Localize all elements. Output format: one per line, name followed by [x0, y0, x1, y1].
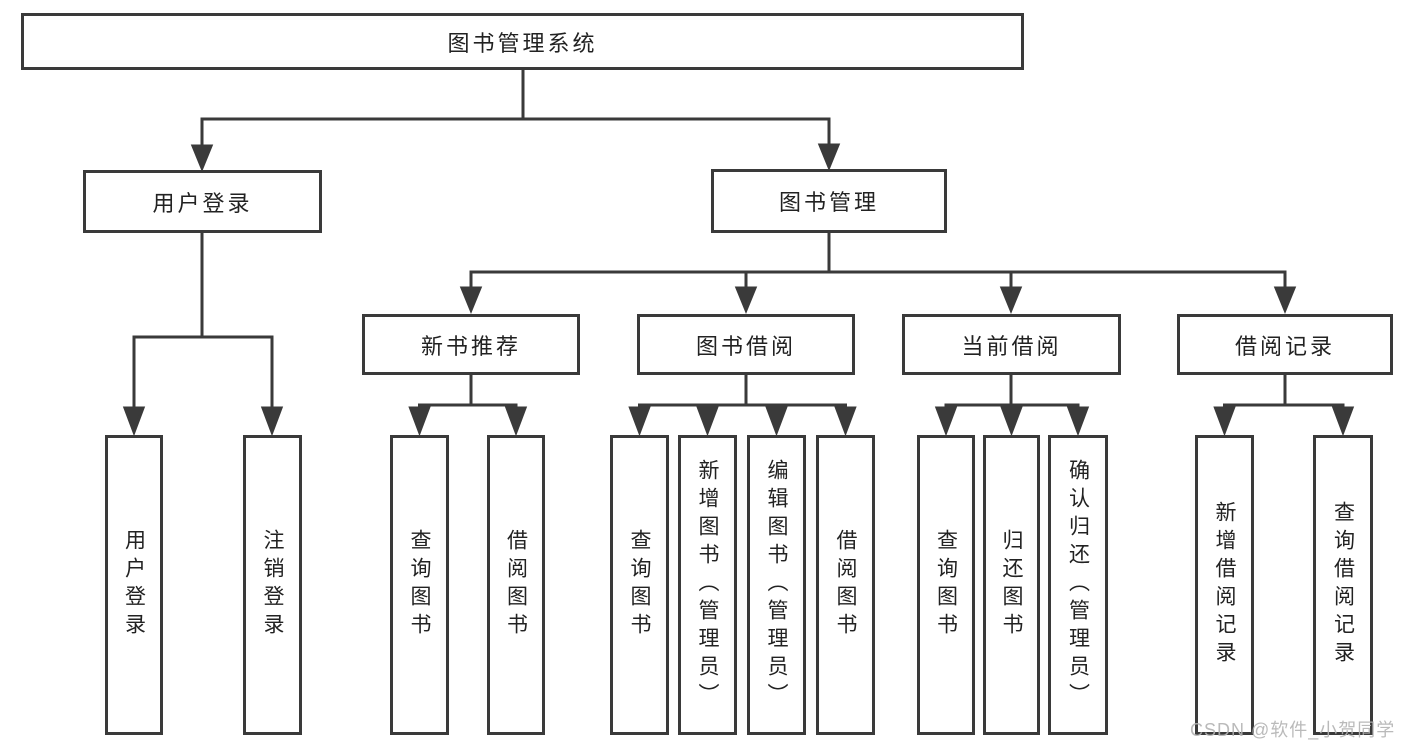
- node-label: 新增借阅记录: [1213, 501, 1236, 669]
- node-book-management: 图书管理: [711, 169, 947, 233]
- leaf-confirm-return-admin: 确认归还（管理员）: [1048, 435, 1108, 735]
- node-label: 新书推荐: [420, 333, 521, 359]
- leaf-query-books-recommend: 查询图书: [390, 435, 449, 735]
- leaf-query-books-current: 查询图书: [917, 435, 975, 735]
- node-label: 借阅图书: [504, 529, 528, 641]
- leaf-add-books-admin: 新增图书（管理员）: [678, 435, 737, 735]
- node-label: 借阅记录: [1234, 333, 1335, 359]
- node-library-management-system: 图书管理系统: [21, 13, 1024, 70]
- leaf-query-borrow-record: 查询借阅记录: [1313, 435, 1373, 735]
- node-label: 图书借阅: [695, 333, 796, 359]
- node-label: 新增图书（管理员）: [696, 459, 719, 711]
- leaf-edit-books-admin: 编辑图书（管理员）: [747, 435, 806, 735]
- node-label: 图书管理: [778, 190, 879, 215]
- leaf-user-login: 用户登录: [105, 435, 163, 735]
- node-current-borrowing: 当前借阅: [902, 314, 1121, 375]
- node-label: 注销登录: [261, 529, 284, 641]
- node-label: 查询图书: [934, 529, 958, 641]
- node-label: 借阅图书: [834, 529, 857, 641]
- node-label: 图书管理系统: [447, 30, 598, 56]
- leaf-add-borrow-record: 新增借阅记录: [1195, 435, 1254, 735]
- leaf-query-books-borrow: 查询图书: [610, 435, 669, 735]
- leaf-borrow-books-recommend: 借阅图书: [487, 435, 545, 735]
- node-label: 归还图书: [1000, 529, 1023, 641]
- leaf-logout: 注销登录: [243, 435, 302, 735]
- node-user-login: 用户登录: [83, 170, 322, 233]
- node-label: 查询图书: [628, 529, 651, 641]
- node-label: 用户登录: [152, 190, 253, 216]
- node-label: 编辑图书（管理员）: [765, 459, 788, 711]
- node-label: 用户登录: [122, 529, 146, 641]
- node-label: 查询图书: [408, 529, 431, 641]
- node-label: 确认归还（管理员）: [1066, 459, 1090, 711]
- node-label: 当前借阅: [961, 333, 1062, 359]
- csdn-watermark: CSDN @软件_小贺同学: [1190, 720, 1396, 740]
- leaf-return-books: 归还图书: [983, 435, 1040, 735]
- node-book-borrowing: 图书借阅: [637, 314, 855, 375]
- leaf-borrow-books: 借阅图书: [816, 435, 875, 735]
- node-label: 查询借阅记录: [1331, 501, 1355, 669]
- node-new-book-recommendation: 新书推荐: [362, 314, 580, 375]
- node-borrowing-records: 借阅记录: [1177, 314, 1393, 375]
